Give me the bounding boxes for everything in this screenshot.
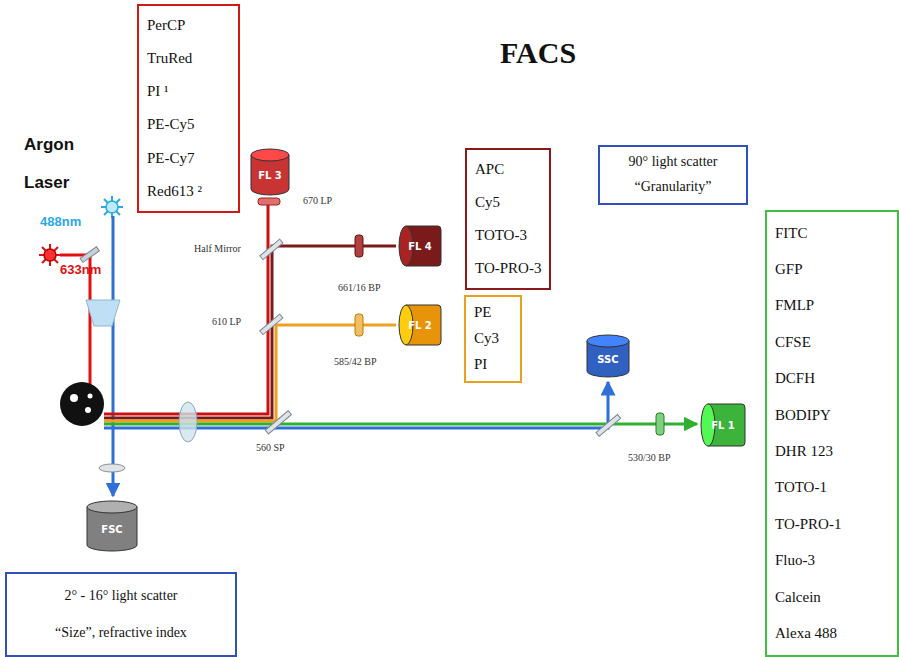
detector-label: FL 4: [408, 241, 432, 252]
detector-body: [708, 404, 745, 446]
list-item: TruRed: [147, 50, 230, 67]
filter-label: 560 SP: [256, 442, 285, 453]
detector-label: FSC: [101, 524, 122, 535]
detector-face: [587, 335, 629, 347]
detector-label: FL 2: [408, 320, 432, 331]
list-item: DHR 123: [775, 443, 889, 460]
list-item: 90° light scatter: [629, 154, 718, 170]
wavelength-label: 488nm: [40, 214, 81, 229]
detector: SSC: [586, 334, 630, 378]
cell: [60, 382, 104, 426]
focusing-lens: [86, 300, 120, 326]
list-item: “Size”, refractive index: [55, 625, 187, 641]
filter-label: 610 LP: [212, 316, 241, 327]
darkred-emission: [104, 246, 396, 418]
detector-label: SSC: [597, 354, 618, 365]
dye-list-box: APC Cy5TOTO-3TO-PRO-3: [465, 148, 551, 290]
list-item: CFSE: [775, 334, 889, 351]
dye-list-box: PE Cy3PI: [464, 295, 522, 383]
mirror-label: Half Mirror: [194, 243, 241, 254]
filter-label: 530/30 BP: [628, 452, 671, 463]
list-item: PerCP: [147, 17, 230, 34]
detector-body: [87, 507, 137, 551]
laser-name: Argon Laser: [24, 126, 94, 202]
bandpass-filter: [355, 235, 363, 257]
list-item: FITC: [775, 225, 889, 242]
list-item: PE-Cy5: [147, 116, 230, 133]
list-item: BODIPY: [775, 407, 889, 424]
filter-label: 661/16 BP: [338, 282, 381, 293]
detector-label: FL 1: [711, 420, 735, 431]
beam-mirror: [80, 247, 99, 263]
cell-granule: [70, 394, 78, 402]
list-item: Fluo-3: [775, 552, 889, 569]
cell-granule: [85, 407, 91, 413]
list-item: “Granularity”: [635, 179, 712, 195]
filter-label: 670 LP: [303, 195, 332, 206]
detector: FL 2: [398, 304, 442, 346]
list-item: TO-PRO-3: [475, 260, 541, 277]
ssc-mirror: [596, 414, 621, 436]
cell-body: [60, 382, 104, 426]
dichroic-mirror: [260, 314, 283, 335]
detector-face: [87, 501, 137, 513]
list-item: TOTO-1: [775, 479, 889, 496]
half-mirror: [260, 239, 283, 260]
fsc-filter: [99, 464, 125, 472]
list-item: PI: [474, 356, 512, 373]
filter-label: 585/42 BP: [334, 356, 377, 367]
cell-granule: [88, 394, 93, 399]
dye-list-box: FITC GFP FMLP CFSE DCFH BODIPY DHR 123TOTO-1TO…: [765, 210, 899, 657]
argon-laser-star: [101, 196, 123, 218]
red-emission: [104, 205, 268, 414]
list-item: TOTO-3: [475, 227, 541, 244]
list-item: GFP: [775, 261, 889, 278]
list-item: APC: [475, 161, 541, 178]
detector: FL 1: [700, 403, 746, 447]
laser-rays: [101, 196, 123, 218]
detector-face: [251, 149, 289, 161]
list-item: DCFH: [775, 370, 889, 387]
laser-core: [44, 249, 56, 261]
bandpass-filter: [258, 198, 280, 205]
detector: FL 4: [398, 225, 442, 267]
blue-beam: [112, 216, 115, 496]
list-item: TO-PRO-1: [775, 516, 889, 533]
detector: FL 3: [250, 148, 290, 196]
dye-list-box: PerCP TruRed PI ¹ PE-Cy5PE-Cy7Red613 ²: [137, 4, 240, 213]
dichroic-mirror: [265, 411, 291, 434]
list-item: PI ¹: [147, 83, 230, 100]
diagram-title: FACS: [500, 36, 576, 70]
bandpass-filter: [656, 413, 664, 435]
list-item: Cy5: [475, 194, 541, 211]
collection-lens: [179, 402, 197, 442]
list-item: FMLP: [775, 297, 889, 314]
orange-emission: [104, 325, 396, 421]
list-item: Calcein: [775, 589, 889, 606]
wavelength-label: 633nm: [60, 262, 101, 277]
list-item: PE: [474, 304, 512, 321]
detector: FSC: [86, 500, 138, 552]
detector-label: FL 3: [258, 170, 282, 181]
red-laser-star: [39, 244, 61, 266]
laser-rays: [39, 244, 61, 266]
list-item: Cy3: [474, 330, 512, 347]
scatter-note-box: 2° - 16° light scatter “Size”, refractive…: [5, 572, 237, 657]
bandpass-filter: [355, 314, 363, 336]
list-item: PE-Cy7: [147, 150, 230, 167]
list-item: Alexa 488: [775, 625, 889, 642]
list-item: 2° - 16° light scatter: [64, 588, 177, 604]
list-item: Red613 ²: [147, 183, 230, 200]
scatter-note-box: 90° light scatter “Granularity”: [598, 145, 748, 205]
laser-core: [106, 201, 118, 213]
